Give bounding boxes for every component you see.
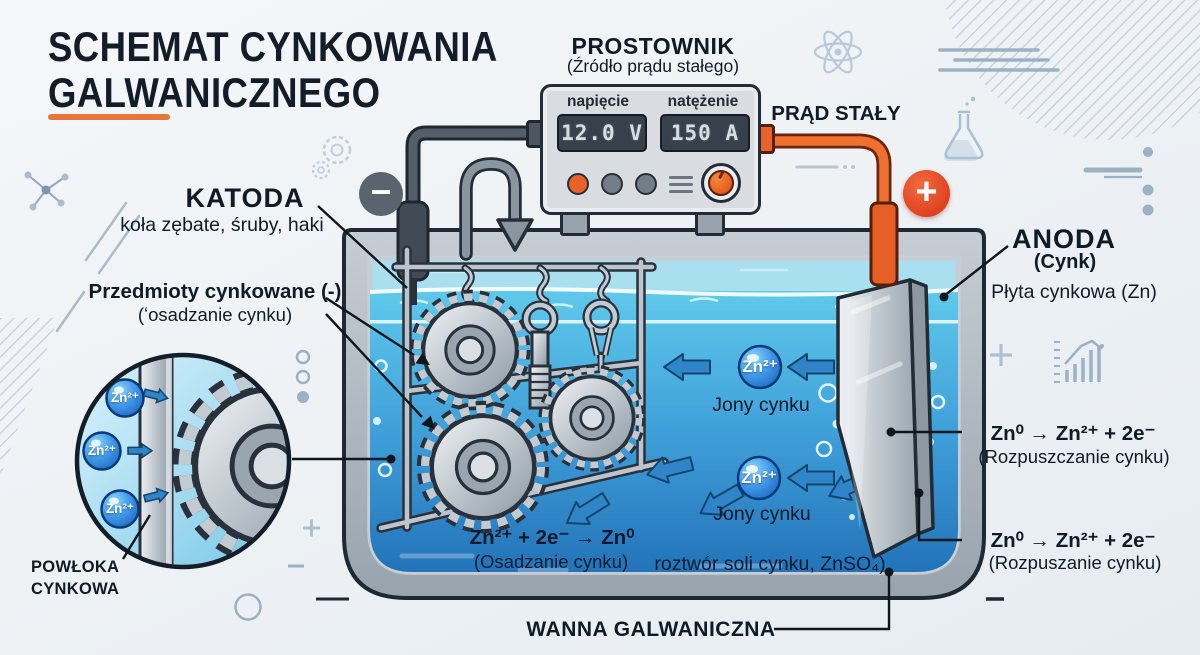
rectifier-subtitle: (Źródło prądu stałego)	[566, 56, 740, 76]
cathode-title: KATODA	[185, 183, 305, 213]
anode-reaction-2-desc: (Rozpuszanie cynku)	[988, 552, 1162, 573]
coating-magnifier	[74, 352, 292, 570]
anode-title: ANODA	[1012, 224, 1116, 254]
ions-caption-top: Jony cynku	[712, 394, 810, 416]
cathode-wire	[396, 125, 554, 305]
zinc-ion-symbol: Zn²⁺	[105, 501, 135, 516]
current-knob[interactable]	[701, 163, 741, 203]
zinc-ion-symbol: Zn²⁺	[87, 443, 117, 458]
zinc-anode-plate	[836, 278, 935, 559]
rectifier-title: PROSTOWNIK	[571, 33, 735, 59]
power-button[interactable]	[567, 173, 589, 195]
lowering-arrow	[459, 157, 534, 261]
cathode-rack	[376, 245, 669, 528]
plated-items-subtitle: (ʻosadzanie cynku)	[137, 304, 293, 325]
anode-wire	[754, 133, 899, 287]
page-title: SCHEMAT CYNKOWANIA GALWANICZNEGO	[48, 24, 498, 116]
molecule-icon	[24, 171, 69, 211]
anode-reaction-2-formula: Zn⁰ → Zn²⁺ + 2e⁻	[990, 529, 1156, 552]
anode-reaction-1-formula: Zn⁰ → Zn²⁺ + 2e⁻	[990, 422, 1156, 445]
title-line-1: SCHEMAT CYNKOWANIA	[48, 23, 498, 70]
coating-label: POWŁOKA CYNKOWA	[31, 556, 119, 600]
coating-label-line-2: CYNKOWA	[31, 580, 120, 598]
atom-icon	[813, 30, 863, 74]
menu-lines-icon	[669, 176, 693, 197]
solution-label: roztwór soli cynku, ZnSO₄)	[654, 553, 886, 575]
rectifier-device: napięcie natężenie 12.0 V 150 A	[526, 84, 775, 236]
bottom-streaks	[399, 553, 783, 572]
callout-lines	[121, 205, 1009, 631]
set-button[interactable]	[635, 173, 657, 195]
mode-button[interactable]	[601, 173, 623, 195]
zinc-ion-spheres	[736, 344, 783, 501]
dots-line-right	[1083, 147, 1154, 216]
tank-label: WANNA GALWANICZNA	[526, 618, 776, 641]
current-label: natężenie	[667, 93, 739, 110]
hatch-corner-decoration	[0, 318, 58, 478]
anode-subtitle: (Cynk)	[1033, 251, 1097, 273]
dc-current-label: PRĄD STAŁY	[771, 102, 901, 125]
zinc-ion-symbol: Zn²⁺	[110, 390, 140, 405]
eye-bolt	[521, 300, 559, 410]
current-display: 150 A	[660, 114, 750, 152]
title-accent-underline	[48, 114, 170, 120]
chart-icon	[1054, 339, 1104, 383]
callout-dots	[386, 292, 949, 577]
coating-label-line-1: POWŁOKA	[31, 558, 120, 576]
zinc-ion-symbol: Zn²⁺	[742, 357, 778, 376]
rectifier-body: napięcie natężenie 12.0 V 150 A	[540, 84, 761, 215]
anode-reaction-1-desc: (Rozpuszczanie cynku)	[978, 446, 1170, 467]
plus-badge: +	[903, 170, 950, 217]
voltage-display: 12.0 V	[557, 114, 647, 152]
diagonal-lines-decoration	[55, 201, 141, 333]
small-decorations	[234, 165, 1012, 621]
cathode-subtitle: koła zębate, śruby, haki	[120, 214, 324, 236]
ions-caption-bottom: Jony cynku	[713, 503, 811, 525]
cathode-reaction-desc: (Osadzanie cynku)	[473, 551, 629, 572]
anode-desc: Płyta cynkowa (Zn)	[991, 281, 1157, 303]
zinc-ion-symbol: Zn²⁺	[741, 468, 777, 487]
title-line-2: GALWANICZNEGO	[48, 69, 381, 116]
plated-items-title: Przedmioty cynkowane (-)	[88, 280, 342, 303]
gear-icon-decoration	[311, 135, 352, 180]
cathode-reaction-formula: Zn²⁺ + 2e⁻ → Zn⁰	[469, 526, 635, 549]
flask-icon	[944, 96, 984, 161]
background-decorations	[0, 0, 1200, 621]
accent-lines-top-right	[938, 48, 1060, 72]
voltage-label: napięcie	[566, 93, 630, 110]
minus-badge: −	[359, 172, 403, 216]
hatch-circle-decoration	[944, 0, 1200, 140]
anode-connector-sleeve	[869, 201, 899, 287]
